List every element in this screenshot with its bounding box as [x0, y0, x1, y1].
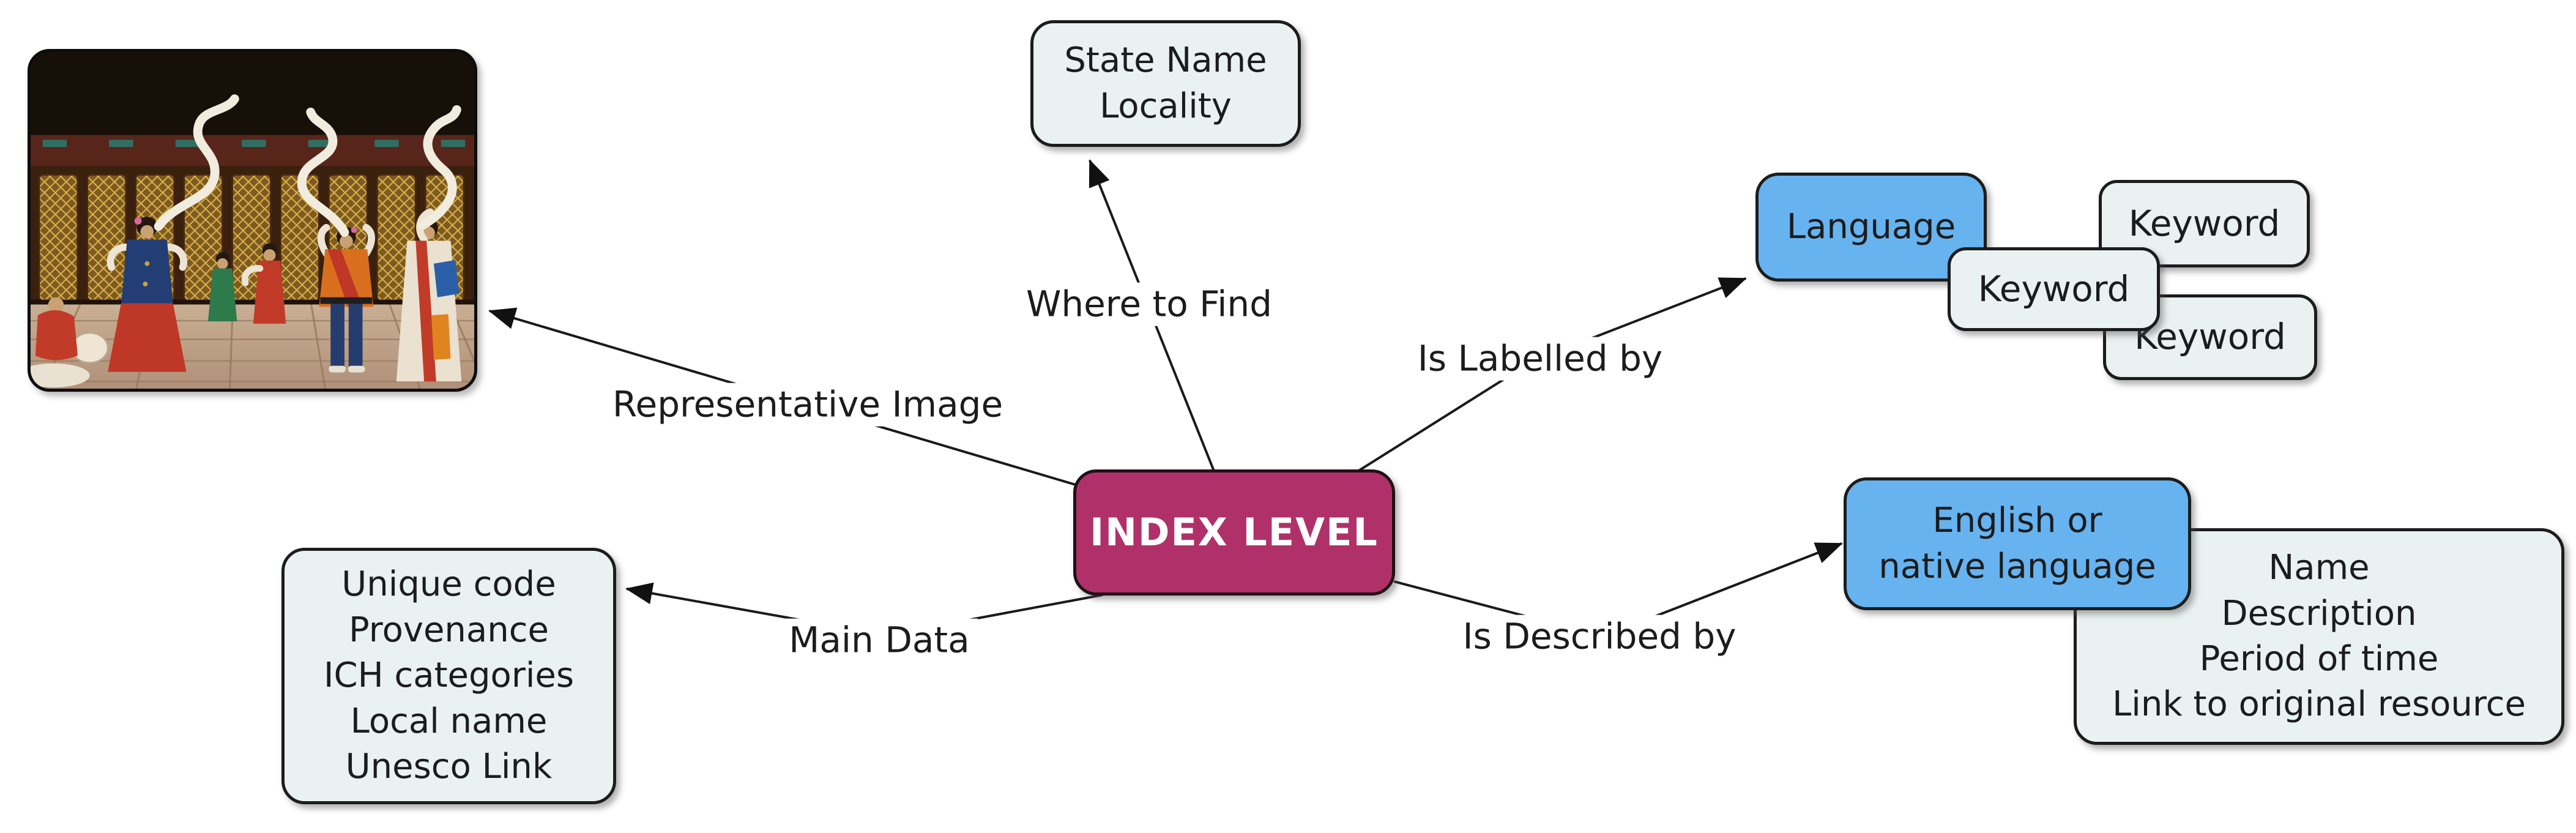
- node-text-line: Local name: [350, 701, 548, 741]
- node-index-level[interactable]: INDEX LEVEL: [1073, 469, 1395, 596]
- node-text-line: Description: [2221, 593, 2417, 633]
- edge-label-is-labelled-by[interactable]: Is Labelled by: [1409, 337, 1672, 381]
- photo-artwork: [31, 52, 474, 389]
- node-text-line: Unesco Link: [345, 747, 553, 787]
- edge-label-main-data[interactable]: Main Data: [780, 618, 978, 662]
- node-text-line: Keyword: [2134, 316, 2286, 358]
- node-english-or-native-language[interactable]: English or native language: [1844, 477, 2191, 610]
- node-main-data-fields[interactable]: Unique code Provenance ICH categories Lo…: [281, 548, 616, 804]
- node-text-line: Period of time: [2199, 639, 2439, 679]
- node-text-line: ICH categories: [323, 656, 575, 696]
- node-text-line: Provenance: [349, 610, 549, 650]
- node-text-line: INDEX LEVEL: [1090, 509, 1379, 555]
- edge-label-representative-image[interactable]: Representative Image: [603, 383, 1012, 427]
- edge-label-is-described-by[interactable]: Is Described by: [1454, 614, 1745, 659]
- node-text-line: State Name: [1064, 40, 1267, 81]
- node-text-line: Name: [2268, 548, 2370, 588]
- node-text-line: Language: [1786, 206, 1956, 247]
- edge-label-where-to-find[interactable]: Where to Find: [1018, 282, 1281, 326]
- node-text-line: Unique code: [341, 564, 556, 605]
- node-text-line: Keyword: [2128, 202, 2280, 244]
- node-keyword-2[interactable]: Keyword: [1948, 247, 2160, 331]
- node-text-line: English or: [1932, 501, 2102, 541]
- node-keyword-1[interactable]: Keyword: [2099, 180, 2310, 267]
- node-state-name-locality[interactable]: State Name Locality: [1030, 20, 1301, 147]
- representative-image-photo[interactable]: [28, 49, 477, 392]
- node-text-line: Link to original resource: [2112, 684, 2526, 725]
- node-text-line: Locality: [1100, 86, 1232, 126]
- node-keyword-3[interactable]: Keyword: [2103, 294, 2317, 380]
- node-text-line: native language: [1878, 546, 2156, 586]
- node-text-line: Keyword: [1978, 267, 2130, 310]
